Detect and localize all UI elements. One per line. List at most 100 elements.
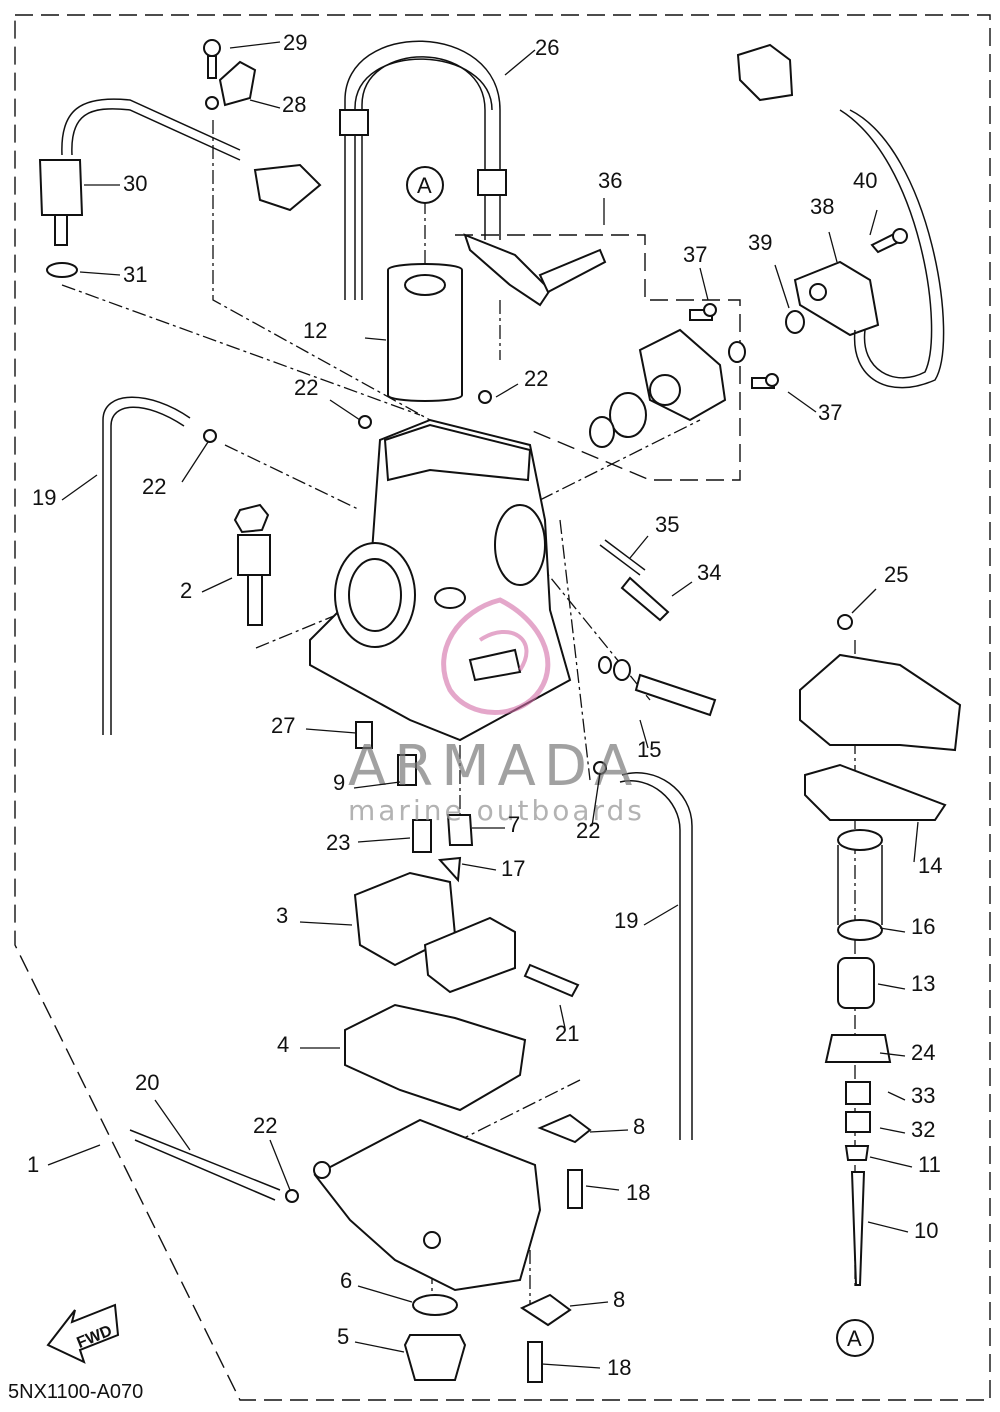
leader-line [229, 41, 281, 49]
leader-line [787, 391, 817, 413]
jet-23 [412, 819, 432, 853]
carburetor-body [309, 418, 572, 742]
callout-c18a: 18 [626, 1180, 650, 1205]
leader-line [495, 383, 519, 398]
spacer-32 [845, 1111, 871, 1133]
needle-10 [850, 1171, 866, 1286]
callout-c4: 4 [277, 1032, 289, 1057]
bracket-8-a [537, 1113, 592, 1144]
leader-line [589, 1129, 629, 1133]
watermark-brand: ARMADA [348, 734, 640, 799]
screw-37-top [689, 303, 717, 321]
leader-line [629, 535, 649, 559]
gasket-14 [804, 763, 947, 821]
leader-line [541, 1363, 601, 1369]
sensor-30 [38, 98, 322, 246]
alignment-lines [61, 120, 856, 1310]
leader-line [357, 1285, 413, 1303]
linkage-36 [463, 233, 607, 307]
callout-c30: 30 [123, 171, 147, 196]
clamp-28 [205, 60, 257, 110]
leader-line [353, 781, 401, 789]
leader-line [329, 399, 361, 421]
gasket-4 [344, 1003, 527, 1112]
clip-22-a [358, 415, 372, 429]
jet-27 [355, 721, 373, 749]
leader-line [879, 1052, 906, 1057]
jet-7 [446, 814, 474, 846]
callout-c34: 34 [697, 560, 721, 585]
callout-c8a: 8 [633, 1114, 645, 1139]
leader-line [879, 1127, 906, 1134]
leader-line [699, 267, 709, 301]
leader-line [639, 719, 649, 749]
callout-c1: 1 [27, 1152, 39, 1177]
ref-marker-top-label: A [417, 173, 432, 198]
leader-line [671, 581, 693, 597]
leader-line [181, 441, 209, 483]
screw-29 [203, 39, 221, 79]
idle-screw-2 [233, 503, 271, 626]
throttle-valve-12 [387, 263, 463, 402]
spring-33 [845, 1081, 871, 1105]
leader-line [47, 1144, 101, 1166]
leader-line [299, 921, 353, 926]
callout-c7: 7 [508, 812, 520, 837]
sensor-bracket [589, 328, 746, 448]
callout-c38: 38 [810, 194, 834, 219]
leader-line [357, 837, 411, 843]
leader-line [461, 863, 497, 871]
leader-line [79, 271, 121, 276]
leader-line [774, 264, 790, 309]
leader-line [154, 1099, 191, 1151]
hose-26 [339, 40, 507, 300]
callout-c21: 21 [555, 1021, 579, 1046]
float-3b [423, 916, 516, 994]
leader-line [354, 1341, 405, 1353]
callout-c27: 27 [271, 713, 295, 738]
spring-16 [837, 845, 883, 925]
callout-c39: 39 [748, 230, 772, 255]
callout-c28: 28 [282, 92, 306, 117]
callout-c25: 25 [884, 562, 908, 587]
leader-line [887, 1091, 906, 1101]
leader-line [643, 904, 679, 926]
ref-marker-bottom [836, 1319, 874, 1357]
leader-line [504, 49, 536, 76]
hose-19-right [619, 772, 693, 1140]
o-ring-31 [46, 262, 78, 278]
callout-c40: 40 [853, 168, 877, 193]
hose-20 [129, 1129, 281, 1201]
adjuster-15 [598, 656, 717, 717]
plug-5 [403, 1334, 467, 1381]
leader-line [913, 821, 919, 863]
assembly-boundary [14, 14, 991, 1401]
ring-16-top [837, 829, 883, 851]
callout-c35: 35 [655, 512, 679, 537]
callout-c17: 17 [501, 856, 525, 881]
leader-line [867, 1221, 909, 1233]
o-ring-6 [412, 1294, 458, 1316]
ring-16-bottom [837, 919, 883, 941]
cap-24 [824, 1034, 892, 1063]
callout-c37b: 37 [818, 400, 842, 425]
callout-c10: 10 [914, 1218, 938, 1243]
bolt-18-a [567, 1169, 583, 1209]
callout-c2: 2 [180, 578, 192, 603]
float-bowl [313, 1118, 542, 1292]
callout-c24: 24 [911, 1040, 935, 1065]
callout-c6: 6 [340, 1268, 352, 1293]
screw-34 [620, 576, 670, 622]
bolt-18-b [527, 1341, 543, 1383]
callout-c32: 32 [911, 1117, 935, 1142]
clip-22-c [203, 429, 217, 443]
callout-c37a: 37 [683, 242, 707, 267]
leader-line [851, 588, 877, 614]
pin-21 [523, 963, 580, 998]
clip-22-e [285, 1189, 299, 1203]
callout-c16: 16 [911, 914, 935, 939]
needle-holder-13 [837, 957, 875, 1009]
leader-line [869, 1156, 913, 1168]
callout-c31: 31 [123, 262, 147, 287]
